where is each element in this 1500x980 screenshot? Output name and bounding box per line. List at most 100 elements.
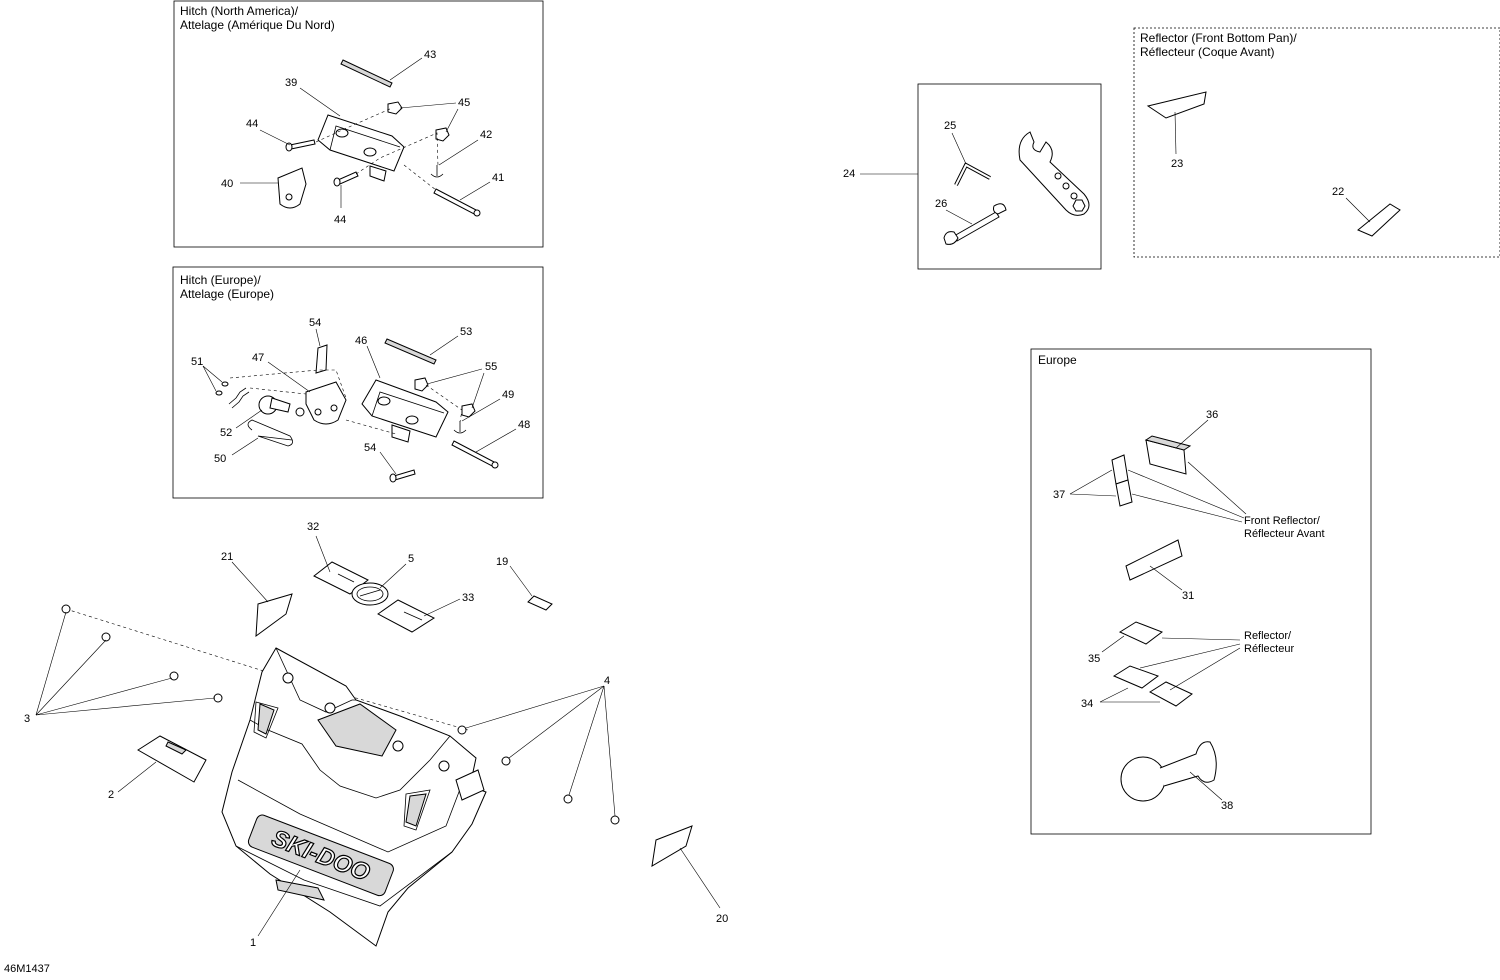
hitch-rod-41 (433, 188, 481, 217)
part-label-26: 26 (935, 198, 947, 210)
decal-21 (255, 593, 293, 638)
nut-55a (414, 377, 429, 392)
part-label-53: 53 (460, 326, 472, 338)
part-label-54a: 54 (309, 317, 321, 329)
part-label-36: 36 (1206, 409, 1218, 421)
part-label-35: 35 (1088, 653, 1100, 665)
hitch-pin-52 (258, 395, 305, 417)
decal-20 (651, 825, 693, 867)
license-plate-31 (1125, 539, 1183, 581)
reflector-22 (1357, 203, 1401, 237)
part-label-41: 41 (492, 172, 504, 184)
horn-38 (1120, 741, 1217, 802)
reflector-34b (1149, 681, 1193, 707)
rivet-4a (457, 725, 467, 735)
part-label-31: 31 (1182, 590, 1194, 602)
hitch-na-title-line1: Hitch (North America)/ (180, 4, 299, 18)
diagram-id: 46M1437 (4, 963, 50, 975)
reflector-35 (1118, 621, 1164, 645)
reflector-front-box: Reflector (Front Bottom Pan)/ Réflecteur… (1133, 27, 1500, 258)
part-label-44b: 44 (334, 214, 346, 226)
part-label-32: 32 (307, 521, 319, 533)
rivet-3c (169, 671, 179, 681)
nut-45a (387, 101, 403, 115)
nut-45b (435, 127, 450, 142)
rivet-3d (213, 693, 223, 703)
badge-5 (351, 582, 389, 606)
open-wrench-26 (943, 203, 1007, 245)
part-label-33: 33 (462, 592, 474, 604)
rivet-3a (61, 604, 71, 614)
part-label-3: 3 (24, 713, 30, 725)
bolt-54a (315, 344, 328, 374)
part-label-37: 37 (1053, 489, 1065, 501)
hair-pin-50 (247, 419, 293, 447)
part-label-34: 34 (1081, 698, 1093, 710)
hood-panel-1: SKI-DOO (221, 647, 487, 947)
part-label-5: 5 (408, 553, 414, 565)
part-label-40: 40 (221, 178, 233, 190)
hitch-europe-box: Hitch (Europe)/ Attelage (Europe) 53 54 … (172, 266, 544, 499)
rivet-4b (501, 756, 511, 766)
part-label-4: 4 (604, 675, 610, 687)
reflector-label-line1: Reflector/ (1244, 630, 1292, 642)
front-reflector-label-line1: Front Reflector/ (1244, 515, 1321, 527)
part-label-43: 43 (424, 49, 436, 61)
hitch-bracket-46 (361, 379, 449, 443)
tool-kit-box: 25 26 24 (843, 83, 1102, 270)
bolt-54b (389, 469, 416, 483)
decal-33 (377, 599, 436, 633)
europe-title: Europe (1038, 353, 1077, 367)
part-label-50: 50 (214, 453, 226, 465)
part-label-2: 2 (108, 789, 114, 801)
hitch-north-america-box: Hitch (North America)/ Attelage (Amériqu… (173, 0, 544, 248)
reflector-23 (1146, 91, 1207, 119)
clip-19 (527, 595, 553, 611)
part-label-25: 25 (944, 120, 956, 132)
reflector-36 (1144, 435, 1192, 475)
cotter-pin-49 (453, 421, 467, 434)
hitch-decal-43 (340, 59, 393, 88)
part-label-48: 48 (518, 419, 530, 431)
part-label-39: 39 (285, 77, 297, 89)
nut-55b (461, 403, 476, 418)
part-label-42: 42 (480, 129, 492, 141)
reflector-front-title-line1: Reflector (Front Bottom Pan)/ (1140, 31, 1297, 45)
reflector-front-title-line2: Réflecteur (Coque Avant) (1140, 45, 1275, 59)
hitch-clevis-47 (305, 381, 347, 425)
decal-32 (313, 561, 369, 595)
part-label-38: 38 (1221, 800, 1233, 812)
part-label-19: 19 (496, 556, 508, 568)
part-label-44a: 44 (246, 118, 258, 130)
front-hood-assembly: SKI-DOO 1 3 4 2 21 (24, 521, 728, 949)
chain-51 (215, 381, 250, 409)
hitch-na-title-line2: Attelage (Amérique Du Nord) (180, 18, 335, 32)
part-label-55: 55 (485, 361, 497, 373)
rivet-3b (101, 632, 111, 642)
bracket-37a (1111, 454, 1129, 485)
part-label-51: 51 (191, 356, 203, 368)
part-label-22: 22 (1332, 186, 1344, 198)
hitch-rod-48 (451, 440, 499, 469)
hitch-bracket-39 (317, 114, 405, 182)
front-reflector-label-line2: Réflecteur Avant (1244, 528, 1325, 540)
bolt-44b (333, 171, 359, 187)
part-label-1: 1 (250, 937, 256, 949)
spanner-tool (1018, 131, 1090, 216)
reflector-label-line2: Réflecteur (1244, 643, 1294, 655)
part-label-46: 46 (355, 335, 367, 347)
decal-2 (137, 735, 207, 783)
hitch-decal-53 (384, 338, 437, 365)
part-label-24: 24 (843, 168, 855, 180)
europe-box: Europe 36 37 Front Reflector/ Réflecteur… (1030, 348, 1372, 835)
part-label-20: 20 (716, 913, 728, 925)
part-label-23: 23 (1171, 158, 1183, 170)
part-label-21: 21 (221, 551, 233, 563)
part-label-49: 49 (502, 389, 514, 401)
rivet-4c (563, 794, 573, 804)
part-label-52: 52 (220, 427, 232, 439)
cotter-pin-42 (430, 165, 444, 178)
part-label-47: 47 (252, 352, 264, 364)
part-label-54b: 54 (364, 442, 376, 454)
